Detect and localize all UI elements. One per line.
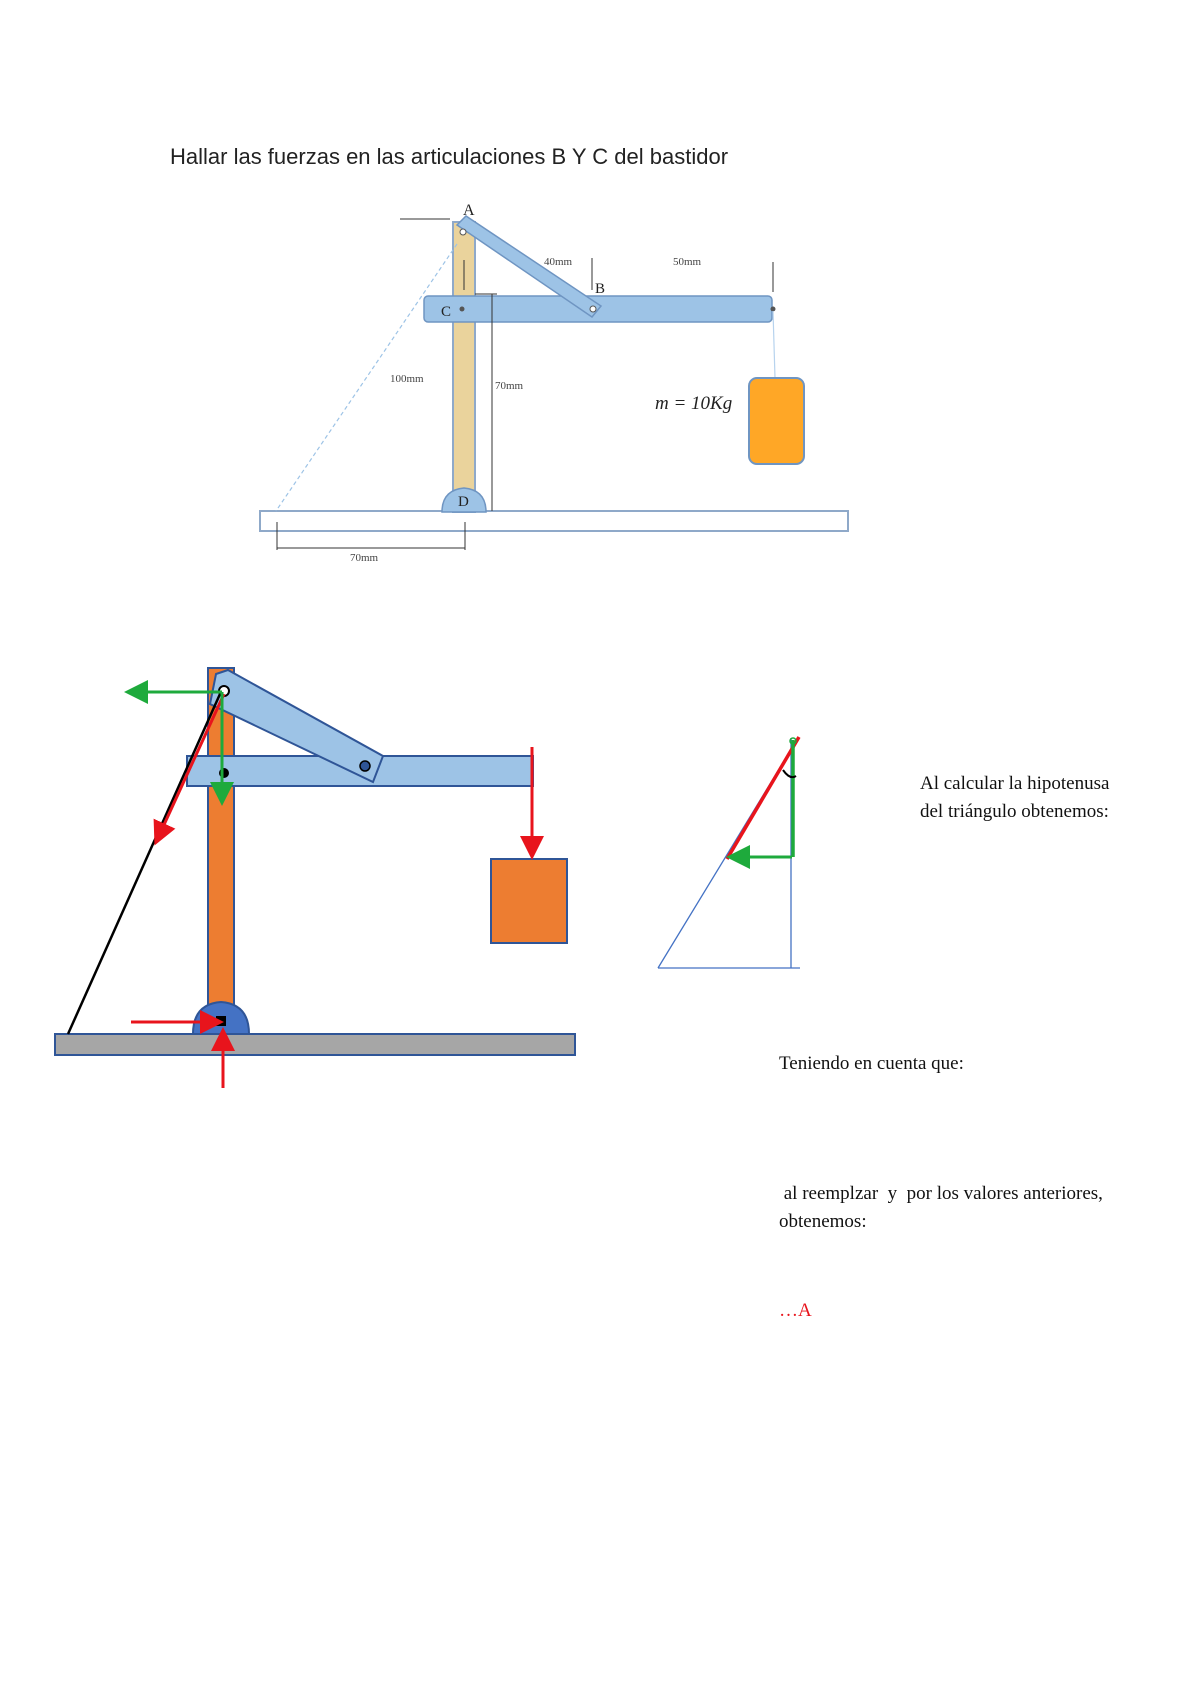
note-reemplazar: al reemplzar y por los valores anteriore… — [779, 1180, 1103, 1236]
page-title: Hallar las fuerzas en las articulaciones… — [170, 144, 729, 169]
note-hypotenuse-line2: del triángulo obtenemos: — [920, 801, 1109, 822]
dim-40mm: 40mm — [544, 256, 573, 268]
support-d — [441, 487, 487, 513]
note-reemplazar-line1: al reemplzar y por los valores anteriore… — [779, 1183, 1103, 1204]
dim-50mm: 50mm — [673, 256, 702, 268]
note-teniendo: Teniendo en cuenta que: — [779, 1053, 964, 1074]
label-c: C — [441, 304, 451, 320]
note-hypotenuse: Al calcular la hipotenusa del triángulo … — [920, 770, 1109, 826]
pin-c — [459, 306, 465, 312]
dim-70mm-horizontal: 70mm — [350, 552, 379, 564]
note-reemplazar-line2: obtenemos: — [779, 1211, 867, 1232]
fbd-cable — [66, 693, 222, 1035]
arrow-cable-red — [153, 693, 226, 846]
fbd-post — [207, 667, 235, 1035]
label-d: D — [458, 494, 469, 510]
mass-label: m = 10Kg — [655, 393, 732, 414]
triangle-hyp-red — [725, 736, 801, 860]
pin-end — [770, 306, 776, 312]
pin-a — [459, 228, 467, 236]
note-hypotenuse-line1: Al calcular la hipotenusa — [920, 773, 1110, 794]
diagonal-link — [455, 215, 603, 319]
pin-b — [589, 305, 597, 313]
equation-ref-a: …A — [779, 1300, 812, 1321]
label-b: B — [595, 281, 605, 297]
fbd-weight — [490, 858, 568, 944]
fbd-pin-b — [359, 760, 371, 772]
dim-100mm: 100mm — [390, 373, 424, 385]
weight-block — [748, 377, 805, 465]
ground-base — [259, 510, 849, 532]
fbd-link — [208, 668, 385, 784]
fbd-ground — [54, 1033, 576, 1056]
dim-70mm-vertical: 70mm — [495, 380, 524, 392]
angle-arc — [782, 769, 797, 779]
label-a: A — [463, 202, 475, 219]
